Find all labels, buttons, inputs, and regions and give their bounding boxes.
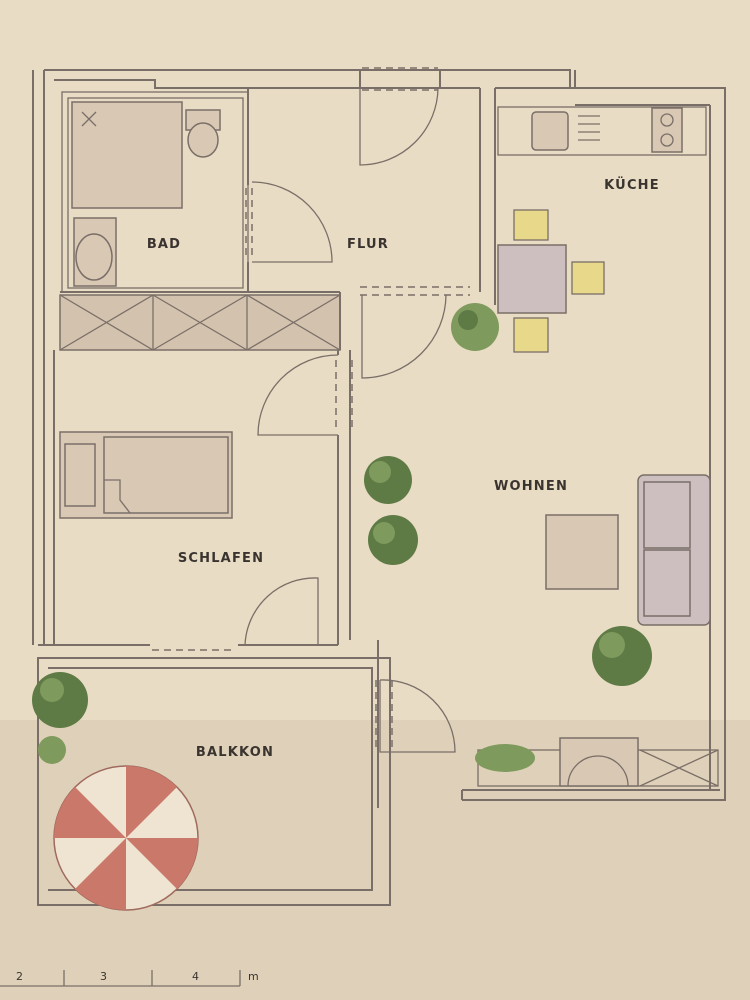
blanket-fold bbox=[104, 479, 131, 514]
balcony-door[interactable] bbox=[244, 577, 319, 646]
sideboard bbox=[559, 737, 639, 787]
scale-unit: m bbox=[248, 970, 259, 983]
room-label-bad: BAD bbox=[147, 237, 181, 252]
outer-walls bbox=[32, 69, 726, 801]
plant-icon bbox=[451, 303, 499, 351]
scale-tick-2: 2 bbox=[16, 970, 23, 983]
scale-bar: 2 3 4 m bbox=[0, 970, 259, 987]
plant-icon bbox=[32, 672, 88, 764]
sofa-cushion bbox=[643, 481, 691, 549]
parasol-icon bbox=[53, 765, 199, 911]
bedroom bbox=[53, 350, 353, 645]
sideboard-arc bbox=[567, 755, 629, 787]
drain-icon bbox=[81, 111, 97, 127]
washbasin bbox=[75, 233, 113, 281]
room-label-flur: FLUR bbox=[347, 237, 389, 252]
coffee-table bbox=[545, 514, 619, 590]
chair bbox=[571, 261, 605, 295]
toilet-bowl bbox=[187, 122, 219, 158]
chair bbox=[513, 317, 549, 353]
bedroom-door[interactable] bbox=[257, 354, 339, 436]
scale-tick-4: 4 bbox=[192, 970, 199, 983]
sofa-cushion bbox=[643, 549, 691, 617]
bath-door[interactable] bbox=[251, 181, 333, 263]
plant-icon bbox=[592, 626, 652, 686]
kitchen bbox=[497, 106, 707, 353]
room-label-schlafen: SCHLAFEN bbox=[178, 551, 264, 566]
blanket bbox=[103, 436, 229, 514]
balcony bbox=[37, 577, 456, 911]
entry-opening bbox=[362, 67, 438, 91]
pillow bbox=[64, 443, 96, 507]
sideboard-cross bbox=[639, 749, 719, 787]
sink bbox=[531, 111, 569, 151]
plant-icon bbox=[364, 456, 418, 565]
room-label-wohnen: WOHNEN bbox=[494, 479, 568, 494]
wardrobe bbox=[59, 294, 341, 351]
balcony-bed-opening bbox=[152, 649, 236, 659]
bedroom-door-opening bbox=[335, 360, 353, 432]
living-balcony-door[interactable] bbox=[379, 679, 456, 753]
bath-door-opening bbox=[245, 188, 253, 260]
plant-icon bbox=[475, 744, 535, 772]
living-room bbox=[461, 474, 720, 800]
living-door[interactable] bbox=[361, 294, 447, 379]
entry-door[interactable] bbox=[359, 87, 439, 166]
room-label-balkon: BALKKON bbox=[196, 745, 274, 760]
flur-opening bbox=[360, 286, 470, 296]
cooktop bbox=[651, 107, 683, 153]
chair bbox=[513, 209, 549, 241]
room-label-kueche: KÜCHE bbox=[604, 177, 660, 193]
bathroom bbox=[61, 91, 249, 293]
dining-table bbox=[497, 244, 567, 314]
scale-tick-3: 3 bbox=[100, 970, 107, 983]
